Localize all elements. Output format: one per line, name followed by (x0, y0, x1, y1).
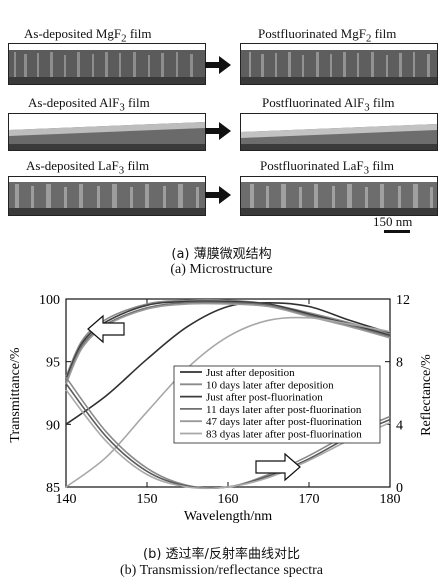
label-as-deposited-alf3: As-deposited AlF3 film (28, 95, 150, 114)
sem-image-alf3-after (240, 113, 438, 151)
x-tick-label: 180 (380, 492, 401, 507)
label-postfluorinated-mgf2: Postfluorinated MgF2 film (258, 26, 396, 45)
series-line-4 (65, 302, 391, 385)
y-right-tick-label: 4 (396, 418, 403, 433)
caption-a-cn: (a) 薄膜微观结构 (171, 247, 272, 262)
y-left-tick-label: 100 (39, 293, 60, 308)
caption-a-en: (a) Microstructure (170, 262, 273, 277)
label-tail: film (371, 26, 397, 41)
caption-b-cn: (b) 透过率/反射率曲线对比 (143, 547, 300, 562)
label-tail: film (126, 26, 152, 41)
right-arrow-icon (255, 452, 301, 482)
caption-b-en: (b) Transmission/reflectance spectra (120, 563, 323, 578)
x-tick-label: 140 (56, 492, 77, 507)
sem-texture (9, 177, 205, 215)
x-tick-label: 170 (299, 492, 320, 507)
label-sub: 3 (363, 164, 370, 177)
sem-texture (241, 177, 437, 215)
label-as-deposited-laf3: As-deposited LaF3 film (26, 158, 149, 177)
series-line-0 (65, 301, 391, 425)
legend-entry: 47 days later after post-fluorination (206, 416, 362, 428)
y-right-tick-label: 0 (396, 481, 403, 496)
x-axis-label: Wavelength/nm (184, 509, 272, 524)
left-arrow-icon (87, 314, 125, 344)
y-left-tick-label: 90 (46, 418, 60, 433)
label-as-deposited-mgf2: As-deposited MgF2 film (24, 26, 151, 45)
label-text: Postfluorinated AlF (262, 95, 365, 110)
label-sub: 2 (121, 32, 127, 45)
x-tick-label: 150 (137, 492, 158, 507)
label-postfluorinated-laf3: Postfluorinated LaF3 film (260, 158, 394, 177)
scale-bar-label: 150 nm (373, 214, 413, 229)
sem-texture (241, 114, 437, 150)
x-tick-label: 160 (218, 492, 239, 507)
legend-entry: 11 days later after post-fluorination (206, 404, 362, 416)
label-text: Postfluorinated LaF (260, 158, 364, 173)
label-sub: 3 (364, 101, 370, 114)
label-sub: 2 (365, 32, 372, 45)
y-left-tick-label: 85 (46, 481, 60, 496)
series-line-8 (65, 389, 391, 490)
spectra-chart: 140 150 160 170 180 85 90 95 100 0 4 8 12 Just after… (8, 293, 434, 524)
arrow-right-icon (205, 56, 231, 74)
label-text: Postfluorinated MgF (258, 26, 366, 41)
label-postfluorinated-alf3: Postfluorinated AlF3 film (262, 95, 395, 114)
series-line-1 (65, 298, 391, 378)
axis-ticks: 140 150 160 170 180 85 90 95 100 0 4 8 12 (39, 293, 410, 507)
sem-image-alf3-before (8, 113, 206, 151)
sem-image-mgf2-after (240, 43, 438, 85)
y-axis-left-label: Transmittance/% (8, 347, 23, 442)
series-layer (65, 298, 391, 490)
label-tail: film (124, 158, 150, 173)
scale-bar (384, 230, 410, 233)
sem-image-laf3-before (8, 176, 206, 216)
label-text: As-deposited MgF (24, 26, 122, 41)
sem-texture (9, 44, 205, 84)
arrow-right-icon (205, 122, 231, 140)
legend-entry: 10 days later after deposition (206, 379, 334, 391)
label-tail: film (369, 158, 394, 173)
sem-image-laf3-after (240, 176, 438, 216)
label-text: As-deposited LaF (26, 158, 119, 173)
sem-texture (9, 114, 205, 150)
label-tail: film (124, 95, 150, 110)
y-right-tick-label: 8 (396, 356, 403, 371)
label-tail: film (369, 95, 395, 110)
sem-texture (241, 44, 437, 84)
label-sub: 3 (119, 101, 125, 114)
label-sub: 3 (118, 164, 125, 177)
y-left-tick-label: 95 (46, 356, 60, 371)
sem-image-mgf2-before (8, 43, 206, 85)
legend-entry: Just after post-fluorination (206, 392, 323, 404)
y-right-tick-label: 12 (396, 293, 410, 308)
legend-entry: Just after deposition (206, 367, 295, 379)
legend-entry: 83 dyas later after post-fluorination (206, 429, 362, 441)
legend-box (173, 365, 381, 444)
y-axis-right-label: Reflectance/% (419, 354, 434, 436)
label-text: As-deposited AlF (28, 95, 120, 110)
arrow-right-icon (205, 186, 231, 204)
